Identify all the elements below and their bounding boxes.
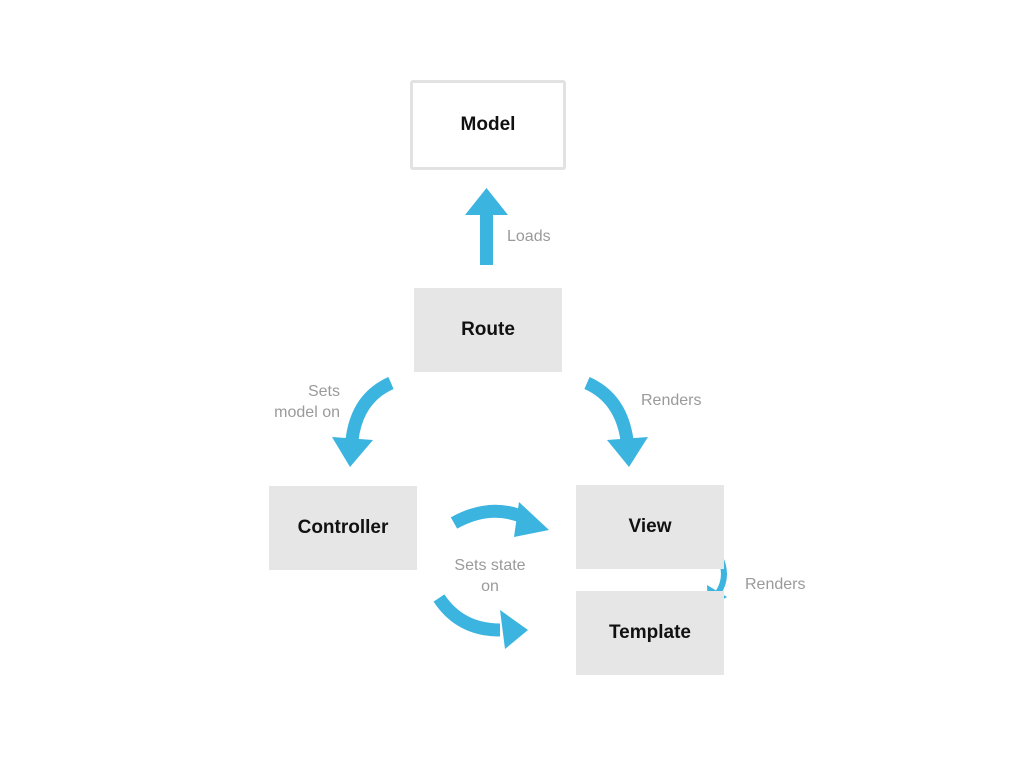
view-node: View [576,485,724,569]
renders-view-template-label: Renders [745,576,806,593]
controller-node: Controller [269,486,417,570]
controller-label: Controller [297,517,389,538]
model-label: Model [460,114,516,135]
view-label: View [628,516,672,537]
route-label: Route [461,319,515,340]
arrow-sets-model-on [332,377,394,467]
arrow-sets-state-on-template [433,594,528,649]
model-node: Model [410,80,566,170]
arrow-renders-route-view [584,377,648,467]
arrow-loads [465,188,508,265]
sets-state-on-label: Sets state on [454,557,526,595]
sets-model-on-label: Sets model on [274,383,340,421]
template-node: Template [576,591,724,675]
route-node: Route [414,288,562,372]
template-label: Template [608,622,691,643]
arrow-sets-state-on-view [450,502,549,537]
renders-route-view-label: Renders [641,392,702,409]
loads-label: Loads [507,228,551,245]
